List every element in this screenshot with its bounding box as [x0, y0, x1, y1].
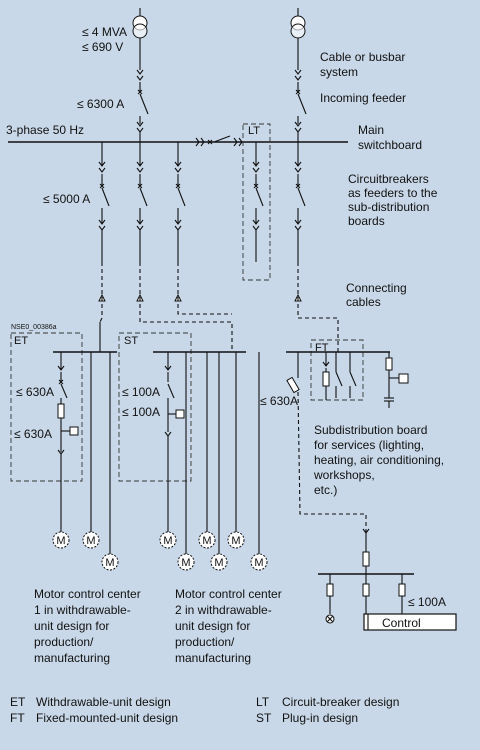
et-rating-1: ≤ 630A	[16, 385, 54, 399]
mcc1-label-1: Motor control center	[34, 587, 141, 601]
connecting-label-1: Connecting	[346, 281, 407, 295]
motor-label: M	[105, 557, 114, 569]
motor-label: M	[231, 535, 240, 547]
control-distribution	[318, 533, 457, 631]
cable-label-2: system	[320, 65, 358, 79]
motor-symbol: M	[227, 531, 245, 549]
motor-label: M	[163, 535, 172, 547]
mcc2-label-5: manufacturing	[175, 651, 251, 665]
feeder-breaker	[294, 142, 306, 262]
mcc2-label-4: production/	[175, 635, 235, 649]
cb-label-2: as feeders to the	[348, 186, 438, 200]
motor-symbol: M	[159, 531, 177, 549]
cb-label-4: boards	[348, 214, 385, 228]
motor-symbol: M	[250, 553, 268, 571]
incoming-breaker-right	[294, 69, 307, 142]
sub-label-4: workshops,	[313, 468, 375, 482]
sub-label-2: for services (lighting,	[314, 438, 424, 452]
motor-label: M	[86, 535, 95, 547]
feeder-breaker	[136, 142, 148, 262]
motor-label: M	[181, 557, 190, 569]
main-switchboard-label-1: Main	[358, 123, 384, 137]
incoming-breaker-left	[136, 69, 149, 142]
ft-outgoing	[322, 352, 409, 408]
st-box	[118, 332, 192, 482]
motor-label: M	[56, 535, 65, 547]
ft-box-label: FT	[315, 342, 329, 354]
motor-label: M	[254, 557, 263, 569]
connecting-cables	[99, 262, 339, 352]
mcc1-label-5: manufacturing	[34, 651, 110, 665]
busbar-label: 3-phase 50 Hz	[6, 123, 84, 137]
et-outgoing	[57, 352, 79, 532]
transformer-right	[290, 8, 306, 70]
motor-symbol: M	[177, 553, 195, 571]
control-label: Control	[382, 616, 421, 630]
motor-label: M	[202, 535, 211, 547]
ft-box	[310, 339, 364, 401]
legend-text-et: Withdrawable-unit design	[36, 695, 171, 709]
legend-abbr-lt: LT	[256, 695, 270, 709]
feeder-breakers	[98, 142, 306, 302]
sub-label-1: Subdistribution board	[314, 423, 427, 437]
feeder-breaker	[174, 142, 186, 262]
cable-label-1: Cable or busbar	[320, 50, 405, 64]
main-switchboard-label-2: switchboard	[358, 138, 422, 152]
et-rating-2: ≤ 630A	[14, 427, 52, 441]
drawing-code: NSE0_00386a	[11, 324, 57, 331]
feeder-breaker	[252, 142, 264, 262]
transformer-left	[132, 8, 148, 70]
main-breaker-rating: ≤ 6300 A	[77, 97, 124, 111]
connecting-label-2: cables	[346, 295, 381, 309]
mcc2-label-1: Motor control center	[175, 587, 282, 601]
motor-symbol: M	[101, 553, 119, 571]
motor-symbol: M	[210, 553, 228, 571]
sub-label-3: heating, air conditioning,	[314, 453, 444, 467]
motor-symbol: M	[52, 531, 70, 549]
legend-abbr-ft: FT	[10, 711, 25, 725]
cb-label-1: Circuitbreakers	[348, 172, 429, 186]
motor-symbol: M	[198, 531, 216, 549]
legend-text-lt: Circuit-breaker design	[282, 695, 399, 709]
mcc1-label-2: 1 in withdrawable-	[34, 603, 131, 617]
et-box-label: ET	[14, 335, 28, 347]
control-rating: ≤ 100A	[408, 595, 446, 609]
ft-rating: ≤ 630A	[260, 394, 298, 408]
st-outgoing	[164, 352, 185, 532]
feeder-breaker	[98, 142, 110, 262]
st-rating-2: ≤ 100A	[122, 405, 160, 419]
lt-box	[242, 123, 271, 281]
transformer-voltage: ≤ 690 V	[82, 40, 123, 54]
st-box-label: ST	[124, 335, 138, 347]
bus-coupler	[195, 135, 243, 147]
legend-text-st: Plug-in design	[282, 711, 358, 725]
st-rating-1: ≤ 100A	[122, 385, 160, 399]
feeder-rating: ≤ 5000 A	[43, 192, 90, 206]
incoming-feeder-label: Incoming feeder	[320, 91, 406, 105]
legend-abbr-st: ST	[256, 711, 272, 725]
legend-text-ft: Fixed-mounted-unit design	[36, 711, 178, 725]
cb-label-3: sub-distribution	[348, 200, 429, 214]
legend-abbr-et: ET	[10, 695, 26, 709]
legend: ET Withdrawable-unit design FT Fixed-mou…	[10, 695, 399, 725]
mcc1-label-4: production/	[34, 635, 94, 649]
mcc2-label-3: unit design for	[175, 619, 250, 633]
motor-symbol: M	[82, 531, 100, 549]
et-box	[10, 332, 83, 482]
transformer-power: ≤ 4 MVA	[82, 25, 127, 39]
mcc2-label-2: 2 in withdrawable-	[175, 603, 272, 617]
lt-box-label: LT	[248, 125, 260, 137]
mcc1-label-3: unit design for	[34, 619, 109, 633]
sub-label-5: etc.)	[314, 483, 337, 497]
motor-label: M	[214, 557, 223, 569]
